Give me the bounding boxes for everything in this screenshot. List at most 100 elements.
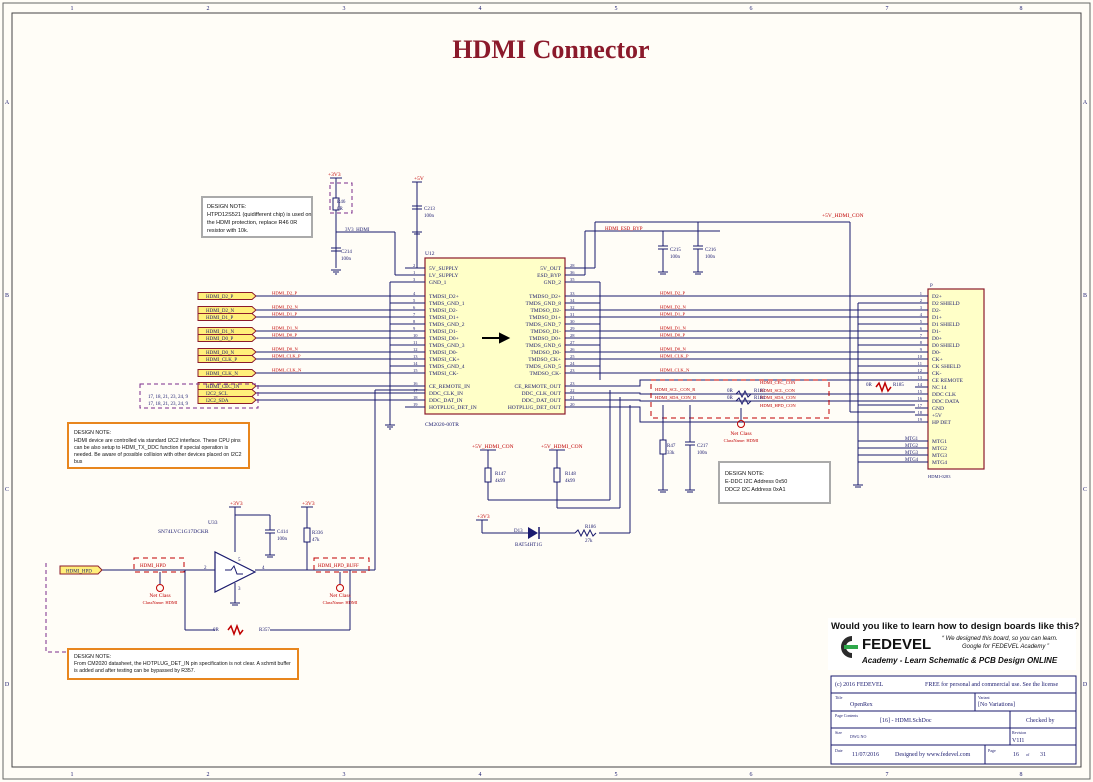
- u12-pin-name: ESD_BYP: [537, 273, 561, 279]
- svg-text:Academy - Learn Schematic & PC: Academy - Learn Schematic & PCB Design O…: [861, 656, 1058, 665]
- svg-text:3V3_HDMI: 3V3_HDMI: [345, 228, 370, 233]
- u12-pin-name: TMDS_GND_2: [429, 322, 465, 328]
- svg-text:C214: C214: [341, 250, 352, 255]
- svg-text:Google for FEDEVEL Academy ”: Google for FEDEVEL Academy ”: [962, 644, 1050, 650]
- frame-row-label: B: [1083, 293, 1087, 299]
- svg-text:100n: 100n: [424, 214, 435, 219]
- net-label: HDMI_D2_P: [660, 291, 685, 296]
- svg-text:DESIGN NOTE:: DESIGN NOTE:: [725, 471, 765, 477]
- conn-pin-name: DDC DATA: [932, 399, 959, 405]
- net-port: [197, 369, 257, 377]
- conn-pin-name: CK SHIELD: [932, 364, 961, 370]
- frame-row-label: D: [5, 682, 10, 688]
- net-port: [197, 334, 257, 342]
- svg-text:HDMI_HPD: HDMI_HPD: [140, 564, 166, 569]
- svg-text:BAT54HT1G: BAT54HT1G: [515, 543, 543, 548]
- svg-text:OpenRex: OpenRex: [850, 702, 873, 708]
- svg-text:0R: 0R: [727, 389, 734, 394]
- u12-pin-number: 6: [413, 305, 416, 310]
- u12-pin-name: HOTPLUG_DET_IN: [429, 405, 477, 411]
- design-note-2: DESIGN NOTE: HDMI device are controlled …: [67, 422, 250, 469]
- u12-pin-number: 27: [570, 340, 575, 345]
- svg-text:HDMI_HPD_CON: HDMI_HPD_CON: [760, 403, 796, 408]
- u12-pin-name: TMDSO_D1-: [530, 329, 561, 335]
- svg-text:ClassName: HDMI: ClassName: HDMI: [143, 600, 178, 605]
- svg-text:16: 16: [1013, 752, 1019, 758]
- svg-text:R184: R184: [754, 396, 765, 401]
- u12-pin-name: LV_SUPPLY: [429, 273, 459, 279]
- conn-pin-name: D1-: [932, 329, 941, 335]
- esd-byp-group: HDMI_ESD_BYP +5V_HDMI_CON C215 100n C216…: [565, 213, 915, 413]
- mtg-pin-number: MTG4: [905, 458, 919, 463]
- svg-text:[No Variations]: [No Variations]: [978, 702, 1015, 708]
- frame-row-label: D: [1083, 682, 1088, 688]
- conn-pin-number: 10: [918, 354, 923, 359]
- u12-pin-name: TMDS_GND_6: [526, 343, 562, 349]
- svg-text:R147: R147: [495, 472, 506, 477]
- u12-pin-number: 20: [570, 402, 575, 407]
- frame-col-label: 8: [1020, 772, 1023, 778]
- mtg-pin-name: MTG2: [932, 446, 947, 452]
- u12-pin-number: 24: [570, 361, 575, 366]
- u12-pin-name: TMDSI_D0+: [429, 336, 459, 342]
- svg-text:Net Class: Net Class: [149, 593, 170, 599]
- net-label: HDMI_D0_P: [272, 333, 297, 338]
- svg-text:HDMI_ESD_BYP: HDMI_ESD_BYP: [605, 227, 643, 232]
- net-port: [197, 355, 257, 363]
- u12-pin-name: TMDSO_D1+: [529, 315, 561, 321]
- u12-pin-number: 36: [570, 270, 575, 275]
- frame-col-label: 3: [343, 6, 346, 12]
- conn-pin-number: 6: [920, 326, 923, 331]
- frame-row-label: A: [1083, 100, 1088, 106]
- svg-text:the HDMI protection, replace R: the HDMI protection, replace R46 0R: [207, 220, 297, 226]
- conn-pin-number: 4: [920, 312, 923, 317]
- u12-pin-number: 22: [570, 388, 575, 393]
- svg-text:0R: 0R: [213, 628, 220, 633]
- net-label: HDMI_D0_N: [272, 347, 298, 352]
- d13-r186-group: +3V3 D13 BAT54HT1G R186 27k: [476, 405, 631, 548]
- conn-pin-number: 5: [920, 319, 923, 324]
- svg-text:U33: U33: [208, 520, 218, 526]
- net-port: [197, 348, 257, 356]
- u12-pin-name: TMDSI_D2+: [429, 294, 459, 300]
- u12-pin-number: 21: [570, 395, 575, 400]
- svg-text:DESIGN NOTE:: DESIGN NOTE:: [207, 204, 247, 210]
- svg-text:0R: 0R: [337, 207, 344, 212]
- net-port: [197, 313, 257, 321]
- conn-pin-name: D2-: [932, 308, 941, 314]
- svg-text:11/07/2016: 11/07/2016: [852, 752, 879, 758]
- u12-pin-number: 1: [413, 270, 415, 275]
- u12-pin-number: 19: [413, 402, 418, 407]
- conn-pin-number: 13: [918, 375, 923, 380]
- svg-text:100n: 100n: [705, 255, 716, 260]
- u12-pin-number: 7: [413, 312, 416, 317]
- net-label: HDMI_D2_P: [272, 291, 297, 296]
- svg-text:R185: R185: [893, 383, 904, 388]
- net-port: [197, 327, 257, 335]
- svg-text:HDMI_SDA_CON_R: HDMI_SDA_CON_R: [655, 395, 697, 400]
- svg-text:C217: C217: [697, 444, 708, 449]
- conn-pin-name: NC 14: [932, 385, 947, 391]
- c213-group: +5V C213 100n: [412, 176, 435, 269]
- svg-text:DDC2 I2C Address 0xA1: DDC2 I2C Address 0xA1: [725, 487, 786, 493]
- u12-pin-name: TMDS_GND_8: [526, 301, 562, 307]
- u12-chip: U12 CM2020-00TR 25V_SUPPLY1LV_SUPPLY3GND…: [390, 251, 600, 428]
- svg-text:Date: Date: [835, 748, 843, 753]
- conn-pin-name: D1+: [932, 315, 942, 321]
- u12-pin-number: 35: [570, 277, 575, 282]
- u12-pin-number: 11: [413, 340, 417, 345]
- r147-r148-group: +5V_HDMI_CON R147 4k99 +5V_HDMI_CON R148…: [472, 390, 621, 509]
- u12-pin-number: 31: [570, 312, 575, 317]
- conn-pin-number: 12: [918, 368, 923, 373]
- frame-col-label: 4: [479, 6, 482, 12]
- svg-text:DESIGN NOTE:: DESIGN NOTE:: [74, 654, 111, 660]
- net-port-label: HDMI_D1_P: [206, 316, 233, 321]
- u12-pin-number: 33: [570, 291, 575, 296]
- svg-text:+5V_HDMI_CON: +5V_HDMI_CON: [822, 213, 864, 219]
- u12-pin-name: TMDSO_D0+: [529, 336, 561, 342]
- svg-text:is added and after testing can: is added and after testing can be bypass…: [74, 668, 195, 674]
- conn-pin-number: 2: [920, 298, 922, 303]
- u12-pin-name: TMDSI_D1-: [429, 329, 458, 335]
- right-net-group: HDMI_D2_PHDMI_D2_NHDMI_D1_PHDMI_D1_NHDMI…: [585, 291, 915, 423]
- design-note-4: DESIGN NOTE: From CM2020 datasheet, the …: [67, 648, 299, 680]
